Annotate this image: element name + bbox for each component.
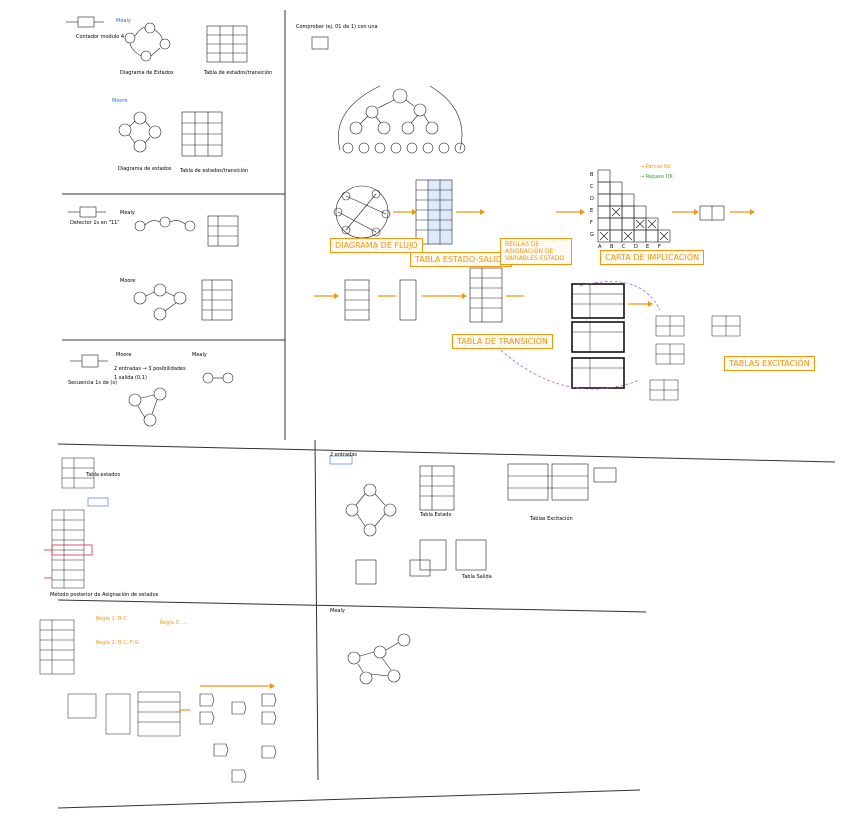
moore-tag-3: Moore — [116, 352, 131, 358]
orange-arrows — [180, 212, 750, 710]
carta-row-g: G — [590, 232, 594, 238]
state-diagram-caption-2: Diagrama de estados — [118, 166, 172, 172]
state-table-caption-2: Tabla de estados/transición — [180, 168, 248, 174]
asignacion-note: Método posterior de Asignación de estado… — [50, 592, 158, 598]
state-node — [141, 51, 151, 61]
header-note: Comprobar (ej. 01 de 1) con una — [296, 24, 378, 30]
legend-orange: → Parcial Ok — [640, 164, 671, 170]
carta-col-f: F — [658, 244, 661, 250]
orange-arrowheads — [270, 209, 755, 689]
secuenciador-label: Secuencia 1s de (s) — [68, 380, 117, 386]
bottom-right-sketches — [200, 464, 616, 782]
tabla-salida-caption: Tabla Salida — [462, 574, 492, 580]
regla-1: Regla 1: B-C — [96, 616, 127, 622]
block3-line2: 1 salida (0,1) — [114, 375, 147, 381]
vertical-divider-bottom — [315, 440, 318, 780]
bottom-right-title-2: Mealy — [330, 608, 345, 614]
divider-horizontal-mid — [58, 444, 835, 462]
mealy-tag: Mealy — [116, 18, 131, 24]
flow-tree — [312, 37, 465, 153]
label-tablas-excitacion: TABLAS EXCITACIÓN — [724, 356, 815, 371]
carta-col-b: B — [610, 244, 613, 250]
box-counter — [78, 17, 94, 27]
carta-row-f: F — [590, 220, 593, 226]
divider-bottom — [58, 790, 640, 808]
label-carta-implicacion: CARTA DE IMPLICACIÓN — [600, 250, 704, 265]
tabla-estado-caption: Tabla Estado — [420, 512, 452, 518]
counter-input-label: Contador modulo 4 — [76, 34, 124, 40]
state-table-caption: Tabla de estados/transición — [204, 70, 272, 76]
carta-row-d: D — [590, 196, 594, 202]
state-node — [145, 23, 155, 33]
moore-tag: Moore — [112, 98, 127, 104]
carta-col-c: C — [622, 244, 626, 250]
state-node — [160, 39, 170, 49]
section-dividers — [58, 10, 835, 808]
bottom-right-title-1: 2 entradas — [330, 452, 357, 458]
implication-chart — [598, 170, 670, 242]
regla-2: Regla 2: B-C, F-G — [96, 640, 139, 646]
carta-row-e: E — [590, 208, 593, 214]
label-reglas-asignacion: REGLAS DE ASIGNACIÓN DE VARIABLES ESTADO — [500, 238, 572, 265]
tabla-estados-note: Tabla estados — [86, 472, 120, 478]
tablas-excitacion-caption: Tablas Excitación — [530, 516, 573, 522]
excitation-box-lines — [572, 284, 624, 388]
carta-col-e: E — [646, 244, 649, 250]
carta-row-c: C — [590, 184, 594, 190]
label-tabla-transicion: TABLA DE TRANSICIÓN — [452, 334, 553, 349]
moore-tag-2: Moore — [120, 278, 135, 284]
divider-horizontal-low — [58, 600, 646, 612]
label-tabla-estado-salida: TABLA ESTADO-SALIDA — [410, 252, 512, 267]
detector-label: Detector 1s en "11" — [70, 220, 120, 226]
carta-row-b: B — [590, 172, 593, 178]
carta-col-a: A — [598, 244, 601, 250]
regla-3: Regla 3: ... — [160, 620, 187, 626]
carta-col-d: D — [634, 244, 638, 250]
mealy-tag-2: Mealy — [120, 210, 135, 216]
block3-line1: 2 entradas → 3 posibilidades — [114, 366, 186, 372]
blue-boxes — [88, 456, 352, 506]
excitation-boxes — [572, 284, 624, 388]
legend-green: → Repaso OK — [640, 174, 673, 180]
mealy-tag-3: Mealy — [192, 352, 207, 358]
flow-table-highlight — [428, 180, 452, 244]
label-diagrama-flujo: DIAGRAMA DE FLUJO — [330, 238, 423, 253]
state-diagram-caption: Diagrama de Estados — [120, 70, 174, 76]
state-node — [125, 33, 135, 43]
